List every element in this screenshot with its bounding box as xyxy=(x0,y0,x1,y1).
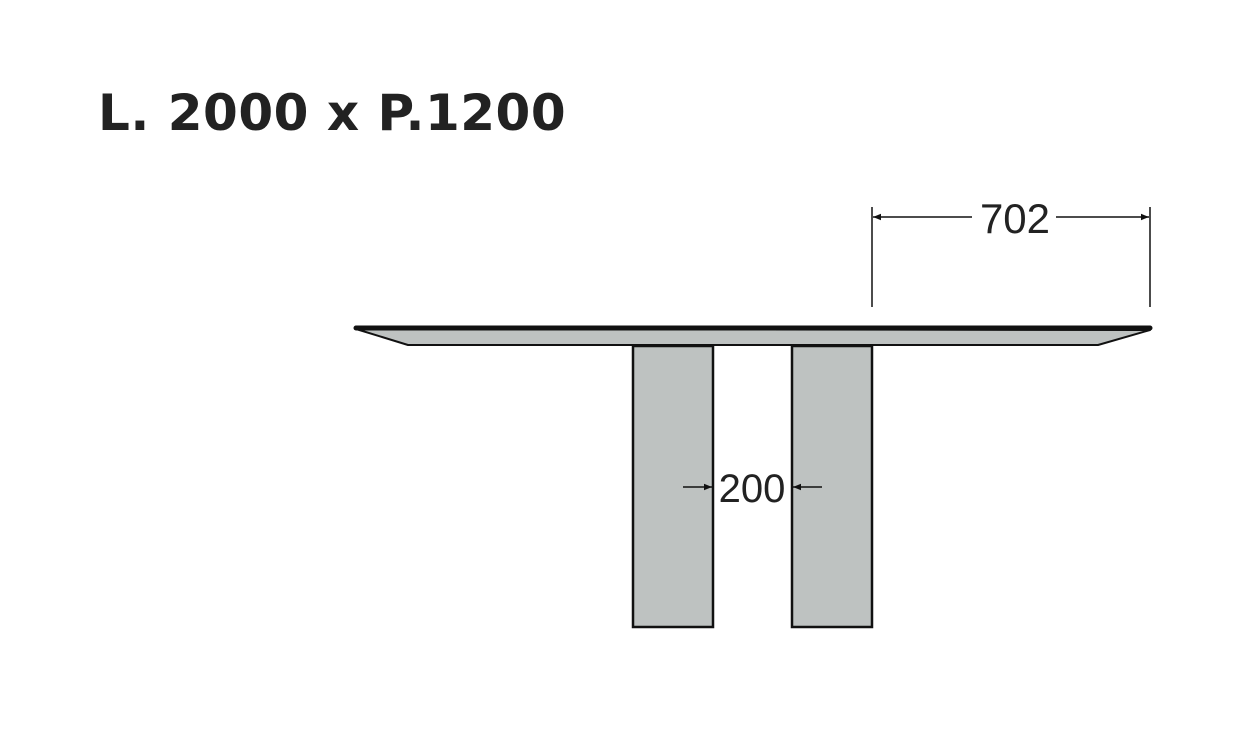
overhang-dimension: 702 xyxy=(871,195,1151,307)
leg-gap-dimension: 200 xyxy=(683,467,822,511)
leg-gap-label: 200 xyxy=(719,467,786,511)
tabletop xyxy=(353,325,1153,346)
overhang-label: 702 xyxy=(980,195,1050,242)
tabletop-underside xyxy=(355,328,1151,346)
drawing-title: L. 2000 x P.1200 xyxy=(98,84,567,142)
